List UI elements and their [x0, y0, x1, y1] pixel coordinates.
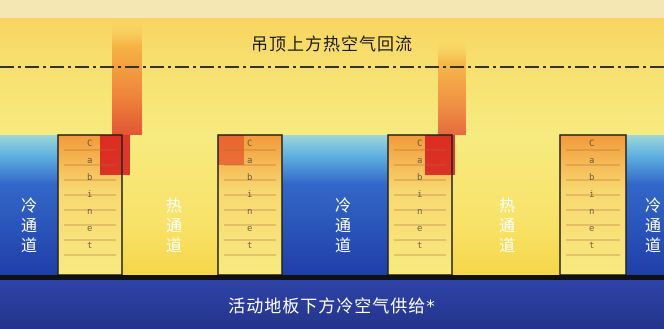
cabinet-letter: t	[247, 241, 252, 251]
cabinet-letter: C	[589, 139, 594, 149]
aisle-label-hot-2: 热通道	[498, 196, 515, 255]
cold-aisle-zone-3	[625, 135, 664, 275]
cabinet-letter: i	[87, 190, 92, 200]
cabinet-3	[387, 134, 455, 276]
aisle-label-cold-1: 冷通道	[20, 196, 37, 255]
aisle-label-hot-1: 热通道	[165, 196, 182, 255]
cabinet-letter: e	[589, 224, 594, 234]
cabinet-letter: C	[247, 139, 252, 149]
cabinet-letter: a	[417, 156, 422, 166]
cabinet-letter: e	[417, 224, 422, 234]
cabinet-letter: b	[87, 173, 92, 183]
cabinet-4	[559, 134, 627, 276]
cabinet-2	[217, 134, 283, 276]
aisle-label-cold-3: 冷通道	[644, 196, 661, 255]
ceiling-top-haze	[0, 0, 664, 18]
cabinet-letter: b	[417, 173, 422, 183]
aisle-label-cold-2: 冷通道	[334, 196, 351, 255]
cabinet-letter: b	[247, 173, 252, 183]
cabinet-letter: i	[247, 190, 252, 200]
ceiling-return-label: 吊顶上方热空气回流	[251, 35, 413, 55]
cabinet-1	[57, 134, 130, 276]
rack-stripes	[64, 149, 620, 256]
cabinet-letter: n	[417, 207, 422, 217]
hot-plume-1	[112, 20, 142, 150]
hot-aisle-zone-2	[450, 135, 560, 275]
hot-plume-2	[438, 40, 466, 150]
cabinet-letter: t	[87, 241, 92, 251]
cabinet-letter: n	[87, 207, 92, 217]
cabinet-letter: n	[589, 207, 594, 217]
cabinet-letter: a	[589, 156, 594, 166]
cabinet-letter: e	[247, 224, 252, 234]
floor-line	[0, 275, 664, 280]
cabinet-letter: i	[589, 190, 594, 200]
cabinet-letter: e	[87, 224, 92, 234]
cabinet-letter: t	[417, 241, 422, 251]
cabinet-letter: b	[589, 173, 594, 183]
hot-aisle-zone-1	[120, 135, 220, 275]
cold-aisle-zone-2	[280, 135, 390, 275]
floor-supply-label: 活动地板下方冷空气供给*	[228, 297, 436, 317]
cold-aisle-zone-1	[0, 135, 60, 275]
raised-floor-plenum	[0, 280, 664, 329]
cabinet-letter: a	[247, 156, 252, 166]
cabinet-letter: C	[417, 139, 422, 149]
cabinet-letter: t	[589, 241, 594, 251]
cabinet-letter: i	[417, 190, 422, 200]
cabinet-letter: n	[247, 207, 252, 217]
cabinet-letter: C	[87, 139, 92, 149]
cabinet-letter: a	[87, 156, 92, 166]
